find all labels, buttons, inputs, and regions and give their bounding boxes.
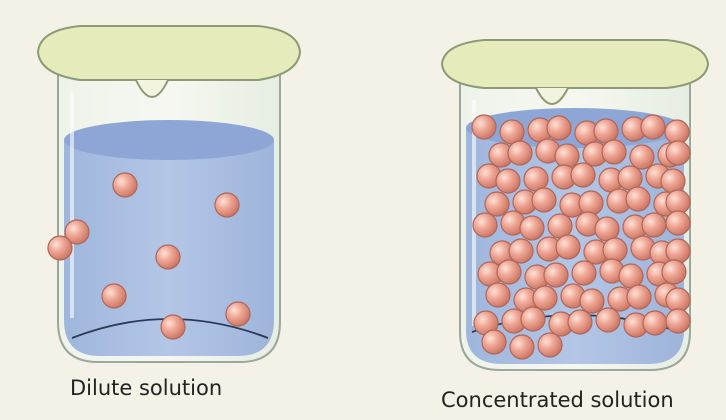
particle	[556, 235, 580, 259]
particle	[472, 115, 496, 139]
particle	[666, 309, 690, 333]
particle	[666, 141, 690, 165]
particle	[630, 145, 654, 169]
particle	[538, 333, 562, 357]
concentrated-solution-caption: Concentrated solution	[441, 388, 674, 412]
particle	[548, 214, 572, 238]
particle	[642, 213, 666, 237]
dilute-beaker	[38, 26, 300, 362]
particle	[594, 119, 618, 143]
particle	[524, 167, 548, 191]
particle	[48, 236, 72, 260]
particle	[508, 141, 532, 165]
particle	[532, 188, 556, 212]
particle	[619, 264, 643, 288]
particle	[156, 245, 180, 269]
particle	[482, 330, 506, 354]
particle	[665, 120, 689, 144]
particle	[666, 288, 690, 312]
particle	[661, 169, 685, 193]
beaker-rim	[38, 26, 300, 80]
particle	[641, 115, 665, 139]
particle	[602, 140, 626, 164]
particle	[662, 260, 686, 284]
particle	[520, 216, 544, 240]
particle	[626, 187, 650, 211]
particle	[595, 217, 619, 241]
particle	[215, 193, 239, 217]
particle	[521, 307, 545, 331]
particle	[226, 302, 250, 326]
concentrated-beaker	[442, 40, 708, 370]
particle	[102, 284, 126, 308]
particle	[509, 239, 533, 263]
particle	[496, 169, 520, 193]
particle	[666, 211, 690, 235]
particle	[580, 289, 604, 313]
particle	[666, 239, 690, 263]
particle	[547, 116, 571, 140]
particle	[627, 285, 651, 309]
particle	[555, 144, 579, 168]
particle	[510, 335, 534, 359]
particle	[500, 120, 524, 144]
beaker-rim	[442, 40, 708, 88]
particle	[544, 263, 568, 287]
particle	[618, 166, 642, 190]
particle	[603, 238, 627, 262]
particle	[596, 308, 620, 332]
particle	[497, 260, 521, 284]
particle	[571, 163, 595, 187]
particle	[643, 311, 667, 335]
particle	[161, 315, 185, 339]
particle	[533, 286, 557, 310]
particle	[113, 173, 137, 197]
particle	[666, 190, 690, 214]
particle	[473, 213, 497, 237]
particle	[579, 191, 603, 215]
solution-surface	[64, 120, 274, 160]
particle	[572, 261, 596, 285]
dilute-solution-caption: Dilute solution	[70, 376, 222, 400]
particle	[568, 310, 592, 334]
particle	[485, 192, 509, 216]
particle	[486, 283, 510, 307]
